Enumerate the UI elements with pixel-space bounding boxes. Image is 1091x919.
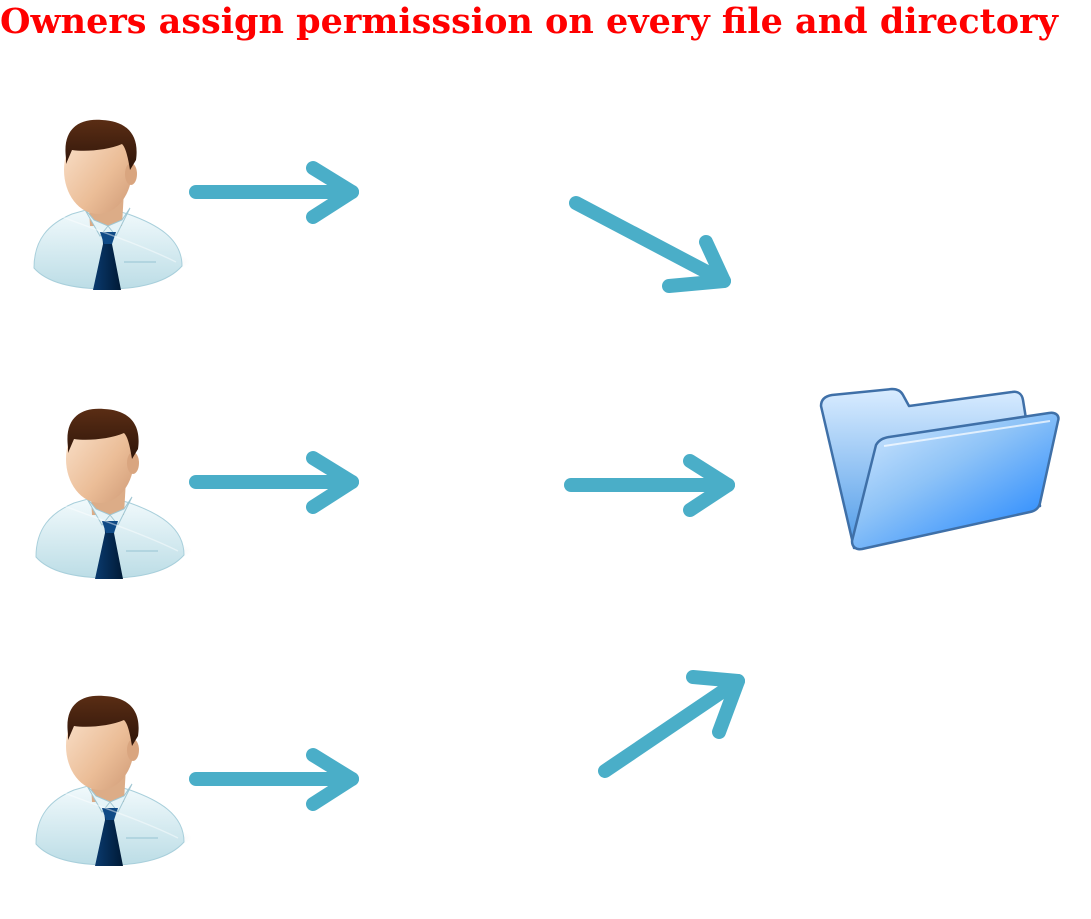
user-3-arrow [189, 748, 359, 811]
user-1-arrow [189, 161, 359, 224]
diagonal-up-arrow [598, 670, 745, 778]
diagonal-down-arrow [569, 196, 731, 293]
user-2-arrow [189, 451, 359, 514]
folder-icon [819, 387, 1060, 551]
user-1-icon [29, 119, 191, 291]
user-3-icon [31, 695, 193, 867]
middle-arrow [564, 454, 735, 517]
diagram-title: Owners assign permisssion on every file … [0, 1, 1058, 42]
user-2-icon [31, 408, 193, 580]
